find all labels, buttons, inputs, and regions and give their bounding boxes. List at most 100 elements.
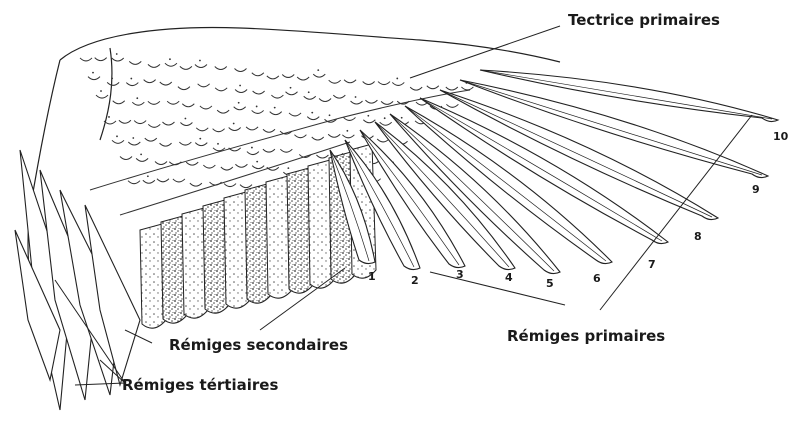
covert-mark xyxy=(202,164,216,169)
covert-mark xyxy=(409,86,423,91)
covert-speck xyxy=(311,111,314,114)
covert-mark xyxy=(162,121,175,126)
covert-speck xyxy=(396,77,399,80)
covert-speck xyxy=(136,97,139,100)
covert-mark xyxy=(181,103,195,108)
covert-mark xyxy=(294,134,307,139)
covert-mark xyxy=(197,83,210,88)
feather-shaft xyxy=(404,105,607,262)
covert-mark xyxy=(318,98,332,102)
covert-mark xyxy=(306,116,320,121)
leader-tertiaires-c xyxy=(99,359,126,384)
covert-mark xyxy=(214,87,228,92)
covert-mark xyxy=(147,123,161,128)
feather-number-9: 9 xyxy=(752,183,760,196)
covert-mark xyxy=(234,89,248,94)
covert-mark xyxy=(189,182,203,187)
covert-speck xyxy=(273,106,276,109)
covert-speck xyxy=(146,175,149,178)
feather-number-3: 3 xyxy=(456,268,464,281)
covert-speck xyxy=(111,77,114,80)
covert-mark xyxy=(147,64,161,68)
covert-mark xyxy=(312,73,326,78)
covert-mark xyxy=(285,91,298,96)
covert-speck xyxy=(116,135,118,138)
covert-speck xyxy=(184,117,187,120)
covert-mark xyxy=(343,79,357,84)
covert-mark xyxy=(106,81,120,86)
covert-mark xyxy=(159,142,172,147)
leader-tertiaires-b xyxy=(74,382,126,386)
covert-mark xyxy=(194,64,208,68)
feather-shaft xyxy=(359,129,460,266)
covert-mark xyxy=(327,133,341,138)
covert-mark xyxy=(362,119,376,124)
covert-speck xyxy=(217,142,219,145)
covert-mark xyxy=(234,68,247,72)
feather-shaft xyxy=(459,79,763,176)
covert-mark xyxy=(147,100,161,105)
covert-mark xyxy=(391,82,405,86)
covert-mark xyxy=(311,136,325,141)
covert-speck xyxy=(239,84,241,87)
feather-number-4: 4 xyxy=(505,271,513,284)
covert-speck xyxy=(400,116,403,119)
covert-mark xyxy=(112,100,126,105)
covert-mark xyxy=(316,154,329,159)
label-remiges-primaires: Rémiges primaires xyxy=(507,327,666,345)
covert-mark xyxy=(342,134,355,139)
covert-mark xyxy=(426,85,440,90)
label-remiges-secondaires: Rémiges secondaires xyxy=(169,336,349,354)
covert-mark xyxy=(303,95,317,100)
covert-mark xyxy=(446,103,459,108)
covert-mark xyxy=(135,158,149,162)
covert-speck xyxy=(140,153,143,156)
covert-speck xyxy=(255,105,258,108)
tertiary-feathers xyxy=(14,149,141,411)
covert-speck xyxy=(367,114,370,117)
covert-mark xyxy=(156,178,170,183)
leader-lines xyxy=(54,25,753,386)
covert-mark xyxy=(220,166,234,171)
covert-mark xyxy=(180,122,193,127)
covert-mark xyxy=(143,79,156,84)
covert-speck xyxy=(92,71,94,74)
covert-speck xyxy=(346,129,349,132)
covert-speck xyxy=(256,160,259,163)
feather-shaft xyxy=(479,69,773,120)
primary-feathers xyxy=(329,69,780,275)
covert-mark xyxy=(94,57,108,62)
covert-mark xyxy=(362,81,376,86)
covert-mark xyxy=(296,76,310,81)
covert-mark xyxy=(271,94,284,99)
feather-shaft xyxy=(389,113,555,272)
covert-speck xyxy=(199,59,201,62)
covert-mark xyxy=(332,94,346,99)
covert-speck xyxy=(169,58,171,61)
covert-mark xyxy=(118,119,132,124)
covert-mark xyxy=(166,100,180,105)
covert-mark xyxy=(223,183,237,188)
covert-mark xyxy=(159,81,173,86)
covert-mark xyxy=(246,151,260,156)
covert-mark xyxy=(279,148,293,153)
covert-mark xyxy=(262,148,276,153)
covert-mark xyxy=(235,163,248,168)
covert-mark xyxy=(343,117,356,121)
covert-speck xyxy=(317,69,320,72)
label-remiges-tertiaires: Rémiges tértiaires xyxy=(122,376,279,394)
covert-mark xyxy=(252,90,265,95)
covert-mark xyxy=(179,65,193,70)
covert-speck xyxy=(383,117,386,120)
covert-mark xyxy=(377,81,391,86)
covert-speck xyxy=(108,116,110,118)
covert-speck xyxy=(199,137,202,140)
covert-mark xyxy=(365,99,378,104)
covert-mark xyxy=(212,147,226,152)
covert-mark xyxy=(125,82,139,87)
covert-mark xyxy=(380,101,394,105)
covert-mark xyxy=(216,109,230,114)
feather-number-7: 7 xyxy=(648,258,656,271)
covert-mark xyxy=(142,179,156,184)
